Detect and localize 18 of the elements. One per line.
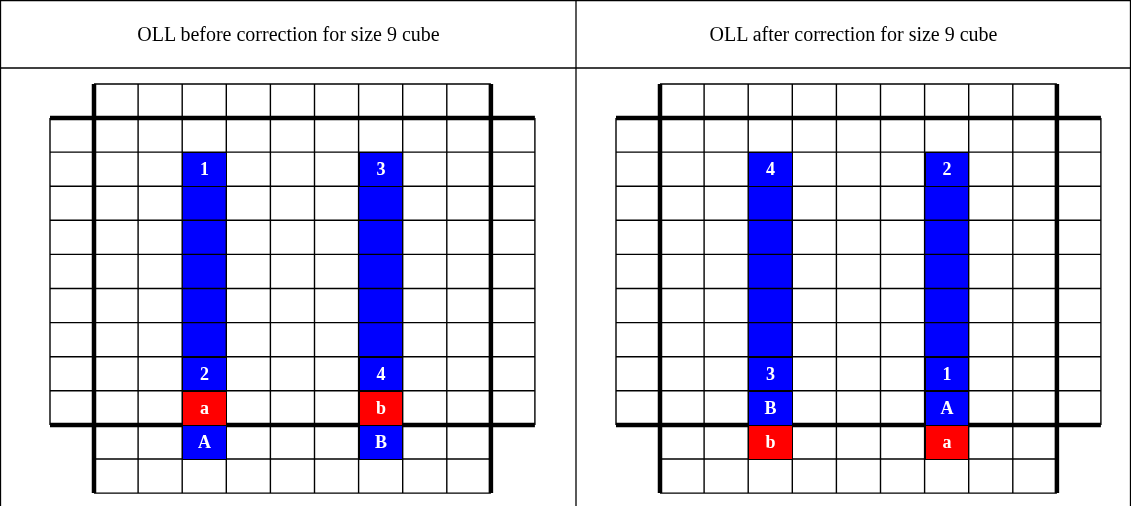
sticker: 2 [182,356,227,392]
sticker: B [358,424,404,460]
column-header: OLL before correction for size 9 cube [136,21,441,47]
sticker: 1 [924,356,970,392]
sticker: 3 [358,152,404,187]
sticker: 4 [748,152,793,187]
sticker: b [748,424,793,460]
column-header: OLL after correction for size 9 cube [708,21,999,47]
sticker: 4 [358,356,404,392]
sticker: a [182,390,227,426]
sticker: A [924,390,970,426]
sticker: A [182,424,227,460]
sticker: 2 [924,152,970,187]
sticker: a [924,424,970,460]
sticker: B [748,390,793,426]
sticker: 3 [748,356,793,392]
sticker: b [358,390,404,426]
sticker: 1 [182,152,227,187]
